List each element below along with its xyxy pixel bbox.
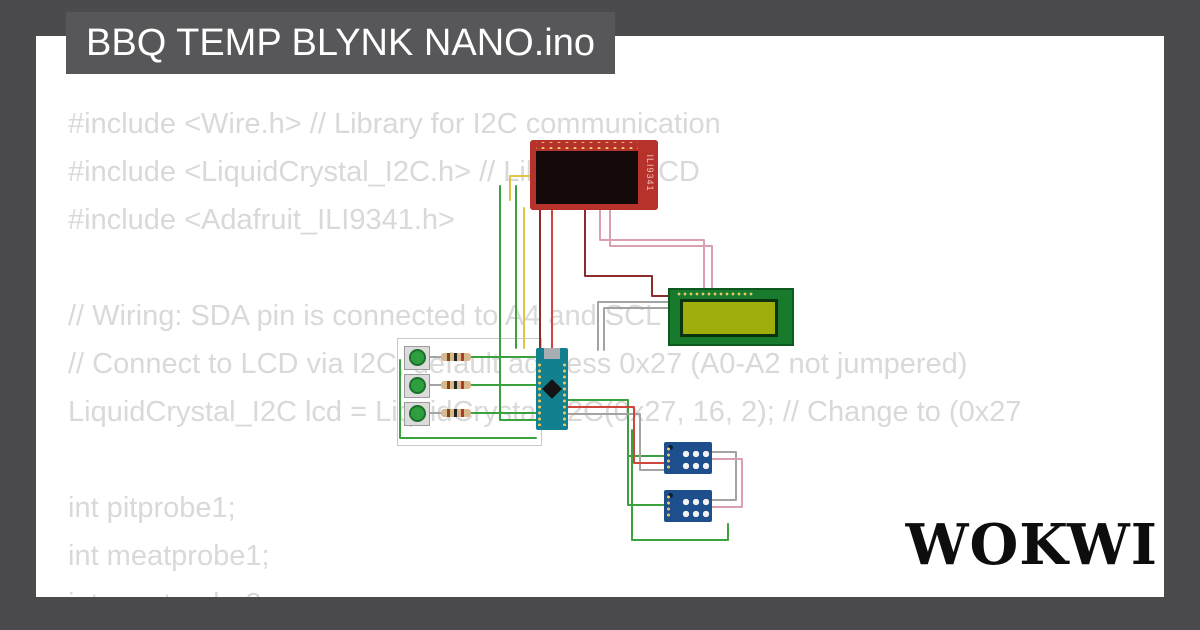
project-title: BBQ TEMP BLYNK NANO.ino (66, 12, 615, 74)
pin-header (666, 494, 671, 518)
thermocouple-module-1[interactable] (664, 442, 712, 474)
code-canvas: #include <Wire.h> // Library for I2C com… (36, 36, 1164, 597)
wokwi-logo: WOKWI (905, 512, 1158, 578)
resistor-2[interactable] (441, 381, 471, 389)
pushbutton-1[interactable] (404, 346, 430, 370)
code-line: #include <Wire.h> // Library for I2C com… (68, 108, 721, 140)
pin-header (536, 142, 638, 149)
button-cap[interactable] (409, 349, 426, 366)
pin-header (666, 446, 671, 470)
code-line: int meatprobe2; (68, 580, 270, 597)
code-line: #include <Adafruit_ILI9341.h> (68, 204, 455, 236)
lcd-screen (680, 299, 778, 337)
pushbutton-2[interactable] (404, 374, 430, 398)
tft-label: ILI9341 (645, 154, 655, 192)
arduino-nano[interactable] (536, 348, 568, 430)
tft-screen (536, 151, 638, 204)
pin-header-right (562, 362, 567, 426)
code-line: int meatprobe1; (68, 540, 270, 572)
pin-header-left (537, 362, 542, 426)
code-line: int pitprobe1; (68, 492, 236, 524)
button-cap[interactable] (409, 377, 426, 394)
solder-pads (679, 494, 709, 518)
usb-connector (544, 348, 560, 359)
solder-pads (679, 446, 709, 470)
resistor-1[interactable] (441, 353, 471, 361)
lcd1602-display[interactable] (668, 288, 794, 346)
ili9341-tft-display[interactable]: ILI9341 (530, 140, 658, 210)
button-cap[interactable] (409, 405, 426, 422)
code-line: // Connect to LCD via I2C, default addre… (68, 348, 968, 380)
resistor-3[interactable] (441, 409, 471, 417)
pushbutton-3[interactable] (404, 402, 430, 426)
pin-header (676, 291, 754, 297)
thermocouple-module-2[interactable] (664, 490, 712, 522)
mcu-chip (542, 379, 562, 399)
